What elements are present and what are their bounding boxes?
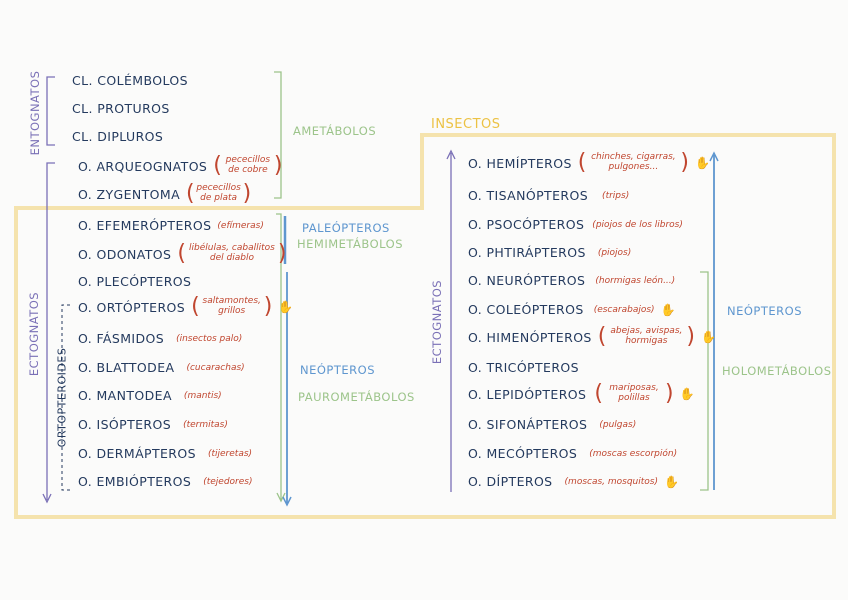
taxon-dermapteros: O. DERMÁPTEROS (tijeretas) bbox=[78, 446, 253, 461]
taxon-mecopteros: O. MECÓPTEROS (moscas escorpión) bbox=[468, 446, 678, 461]
taxon-plecopteros: O. PLECÓPTEROS bbox=[78, 274, 192, 289]
raised-hand-icon: ✋ bbox=[679, 387, 695, 401]
note-mantodea: mantis bbox=[187, 390, 219, 401]
note-neuropteros: hormigas león... bbox=[598, 275, 672, 286]
taxon-fasmidos: O. FÁSMIDOS (insectos palo) bbox=[78, 331, 243, 346]
taxon-lepidopteros: O. LEPIDÓPTEROS (mariposas, polillas) ✋ bbox=[468, 381, 695, 406]
note-psocopteros: piojos de los libros bbox=[595, 219, 680, 230]
raised-hand-icon: ✋ bbox=[700, 330, 716, 344]
taxon-isopteros: O. ISÓPTEROS (termitas) bbox=[78, 417, 228, 432]
paleopteros-label: PALEÓPTEROS bbox=[302, 221, 390, 235]
ametabolos-bracket bbox=[274, 71, 282, 199]
taxon-hemipteros: O. HEMÍPTEROS (chinches, cigarras, pulgo… bbox=[468, 150, 710, 175]
note-ortopteros: saltamontes, grillos bbox=[202, 296, 261, 316]
note-tisanopteros: trips bbox=[605, 190, 626, 201]
neopteros-left-label: NEÓPTEROS bbox=[300, 363, 375, 377]
note-arqueognatos: pececillos de cobre bbox=[225, 155, 271, 175]
taxon-ortopteros: O. ORTÓPTEROS (saltamontes, grillos) ✋ bbox=[78, 294, 294, 319]
note-efemeropteros: efímeras bbox=[220, 220, 261, 231]
taxon-phtirapteros: O. PHTIRÁPTEROS (piojos) bbox=[468, 245, 632, 260]
taxon-psocopteros: O. PSOCÓPTEROS (piojos de los libros) bbox=[468, 217, 683, 232]
taxon-proturos: CL. PROTUROS bbox=[72, 101, 170, 116]
note-hemipteros: chinches, cigarras, pulgones... bbox=[591, 152, 676, 172]
entognatos-bracket bbox=[46, 76, 55, 146]
neopteros-right-label: NEÓPTEROS bbox=[727, 304, 802, 318]
note-zygentoma: pececillos de plata bbox=[196, 183, 241, 203]
ectognatos-left-label: ECTOGNATOS bbox=[27, 291, 41, 377]
note-isopteros: termitas bbox=[186, 419, 225, 430]
paurometabolos-label: PAUROMETÁBOLOS bbox=[298, 390, 415, 404]
hemimetabolos-label: HEMIMETÁBOLOS bbox=[297, 237, 404, 251]
note-lepidopteros: mariposas, polillas bbox=[609, 383, 659, 403]
note-odonatos: libélulas, caballitos del diablo bbox=[189, 243, 275, 263]
raised-hand-icon: ✋ bbox=[660, 302, 676, 317]
raised-hand-icon: ✋ bbox=[664, 474, 679, 489]
taxon-himenopteros: O. HIMENÓPTEROS (abejas, avispas, hormig… bbox=[468, 324, 716, 349]
raised-hand-icon: ✋ bbox=[694, 156, 710, 170]
ectognatos-left-arrow bbox=[46, 162, 55, 500]
taxon-odonatos: O. ODONATOS (libélulas, caballitos del d… bbox=[78, 241, 287, 266]
taxon-dipluros: CL. DIPLUROS bbox=[72, 129, 164, 144]
taxon-neuropteros: O. NEURÓPTEROS (hormigas león...) bbox=[468, 273, 676, 288]
ortopteroides-label: ORTOPTEROIDES bbox=[55, 347, 69, 448]
note-embiopteros: tejedores bbox=[206, 476, 249, 487]
note-sifonapteros: pulgas bbox=[602, 419, 633, 430]
note-himenopteros: abejas, avispas, hormigas bbox=[610, 326, 683, 346]
note-phtirapteros: piojos bbox=[601, 247, 628, 258]
insectos-outline bbox=[14, 133, 836, 519]
taxon-tisanopteros: O. TISANÓPTEROS (trips) bbox=[468, 188, 630, 203]
taxon-coleopteros: O. COLEÓPTEROS (escarabajos) ✋ bbox=[468, 302, 676, 317]
note-dermapteros: tijeretas bbox=[211, 448, 249, 459]
note-coleopteros: escarabajos bbox=[597, 304, 652, 315]
note-mecopteros: moscas escorpión bbox=[592, 448, 674, 459]
note-dipteros: moscas, mosquitos bbox=[568, 476, 655, 487]
taxon-sifonapteros: O. SIFONÁPTEROS (pulgas) bbox=[468, 417, 637, 432]
taxon-arqueognatos: O. ARQUEOGNATOS (pececillos de cobre) bbox=[78, 153, 283, 178]
taxon-zygentoma: O. ZYGENTOMA (pececillos de plata) bbox=[78, 181, 252, 206]
taxon-mantodea: O. MANTODEA (mantis) bbox=[78, 388, 222, 403]
hemimetabolos-line bbox=[276, 213, 282, 500]
taxon-embiopteros: O. EMBIÓPTEROS (tejedores) bbox=[78, 474, 253, 489]
taxon-dipteros: O. DÍPTEROS (moscas, mosquitos) ✋ bbox=[468, 474, 679, 489]
ametabolos-label: AMETÁBOLOS bbox=[293, 124, 377, 138]
taxon-tricopteros: O. TRICÓPTEROS bbox=[468, 360, 579, 375]
holometabolos-label: HOLOMETÁBOLOS bbox=[722, 364, 832, 378]
entognatos-label: ENTOGNATOS bbox=[28, 70, 42, 156]
taxon-blattodea: O. BLATTODEA (cucarachas) bbox=[78, 360, 245, 375]
raised-hand-icon: ✋ bbox=[278, 300, 294, 314]
taxon-efemeropteros: O. EFEMERÓPTEROS (efímeras) bbox=[78, 218, 264, 233]
note-fasmidos: insectos palo bbox=[179, 333, 239, 344]
insectos-label: INSECTOS bbox=[431, 117, 501, 132]
holometabolos-bracket bbox=[700, 271, 709, 491]
note-blattodea: cucarachas bbox=[189, 362, 242, 373]
taxon-colembolos: CL. COLÉMBOLOS bbox=[72, 73, 188, 88]
ectognatos-right-label: ECTOGNATOS bbox=[430, 279, 444, 365]
